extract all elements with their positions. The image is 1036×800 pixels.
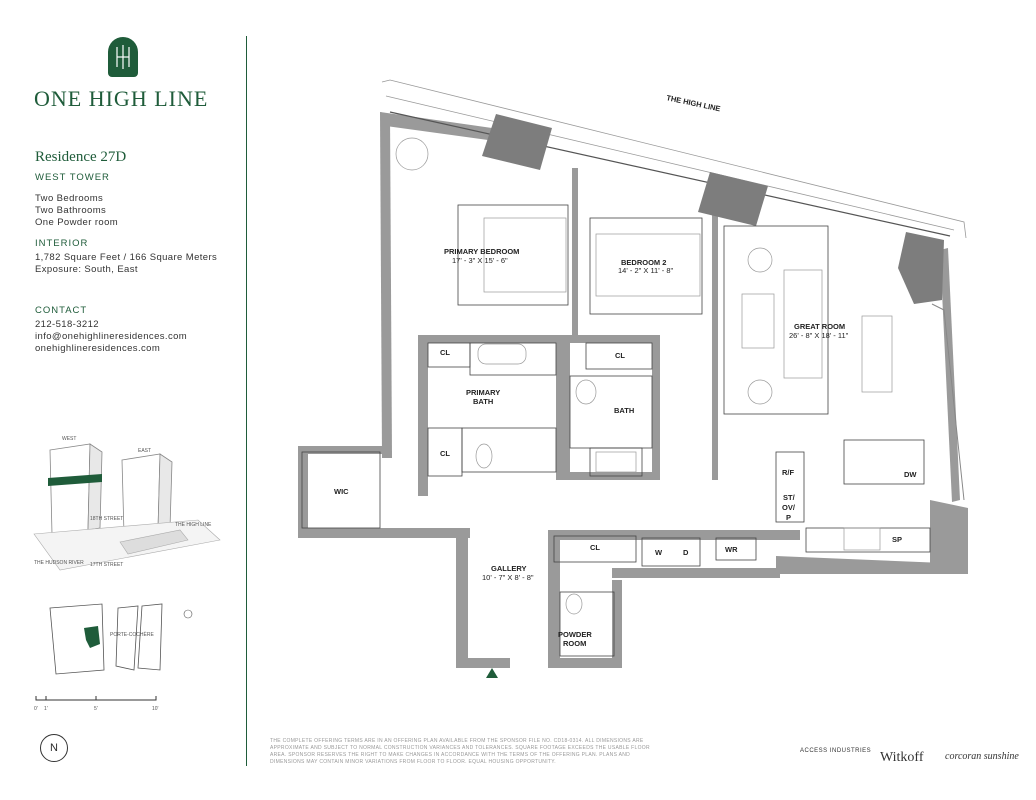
site-plan: PORTE-COCHÈRE: [49, 603, 193, 675]
site-porte-label: PORTE-COCHÈRE: [110, 631, 154, 638]
sidebar-divider: [246, 36, 247, 766]
gallery-label: GALLERY: [491, 564, 527, 573]
phone-link[interactable]: 212-518-3212: [35, 319, 99, 330]
interior-heading: INTERIOR: [35, 238, 89, 249]
powder-text: One Powder room: [35, 217, 119, 228]
legal-disclaimer: THE COMPLETE OFFERING TERMS ARE IN AN OF…: [270, 738, 650, 765]
sp-label: SP: [892, 535, 902, 544]
powder-label-1: POWDER: [558, 630, 592, 639]
bath-label: BATH: [614, 406, 634, 415]
keyplan-west-label: WEST: [62, 436, 76, 442]
building-keyplan: WEST EAST 18TH STREET 17TH STREET THE HI…: [33, 436, 221, 571]
entry-marker-icon: [486, 668, 498, 678]
primary-bath-label-1: PRIMARY: [466, 388, 500, 397]
wr-label: WR: [725, 545, 738, 554]
primary-bedroom-label: PRIMARY BEDROOM: [444, 247, 519, 256]
highline-label: THE HIGH LINE: [666, 93, 722, 113]
closet-label-2: CL: [440, 449, 450, 458]
partner-access-industries: ACCESS INDUSTRIES: [800, 748, 872, 754]
logo-icon: [108, 37, 138, 77]
great-room-dims: 26' - 8" X 18' - 11": [789, 331, 849, 340]
closet-label-1: CL: [440, 348, 450, 357]
dryer-label: D: [683, 548, 689, 557]
closet-label-3: CL: [615, 351, 625, 360]
keyplan-highline: THE HIGH LINE: [175, 522, 212, 528]
fridge-label: R/F: [782, 468, 795, 477]
scale-1: 1': [44, 706, 48, 712]
powder-label-2: ROOM: [563, 639, 586, 648]
primary-bedroom-dims: 17' - 3" X 15' - 6": [452, 256, 508, 265]
great-room-label: GREAT ROOM: [794, 322, 845, 331]
email-link[interactable]: info@onehighlineresidences.com: [35, 331, 188, 342]
scale-5: 5': [94, 706, 98, 712]
bedrooms-text: Two Bedrooms: [35, 193, 104, 204]
keyplan-river: THE HUDSON RIVER: [34, 560, 84, 566]
primary-bath-label-2: BATH: [473, 397, 493, 406]
compass-north-icon: N: [40, 734, 68, 762]
stove-label-3: P: [786, 513, 791, 522]
stove-label-2: OV/: [782, 503, 796, 512]
stove-label-1: ST/: [783, 493, 796, 502]
residence-title: Residence 27D: [35, 149, 127, 165]
area-text: 1,782 Square Feet / 166 Square Meters: [35, 252, 218, 263]
website-link[interactable]: onehighlineresidences.com: [35, 343, 161, 354]
scale-0: 0': [34, 706, 38, 712]
keyplan-east-label: EAST: [138, 448, 151, 454]
washer-label: W: [655, 548, 663, 557]
site-north-icon: [183, 609, 193, 619]
scale-bar: 0' 1' 5' 10': [34, 696, 159, 712]
closet-label-4: CL: [590, 543, 600, 552]
keyplan-street1: 18TH STREET: [90, 516, 123, 522]
partner-corcoran: corcoran sunshine: [945, 751, 1019, 762]
bathrooms-text: Two Bathrooms: [35, 205, 107, 216]
scale-10: 10': [152, 706, 159, 712]
info-sidebar: ONE HIGH LINE Residence 27D WEST TOWER T…: [0, 0, 246, 800]
partner-witkoff: Witkoff: [880, 750, 924, 765]
keyplan-street2: 17TH STREET: [90, 562, 123, 568]
exposure-text: Exposure: South, East: [35, 264, 138, 275]
logo-wordmark: ONE HIGH LINE: [34, 86, 209, 111]
bedroom2-label: BEDROOM 2: [621, 258, 666, 267]
contact-heading: CONTACT: [35, 305, 88, 316]
gallery-dims: 10' - 7" X 8' - 8": [482, 573, 534, 582]
bedroom2-dims: 14' - 2" X 11' - 8": [618, 266, 673, 275]
dw-label: DW: [904, 470, 917, 479]
tower-label: WEST TOWER: [35, 172, 110, 183]
wic-label: WIC: [334, 487, 349, 496]
